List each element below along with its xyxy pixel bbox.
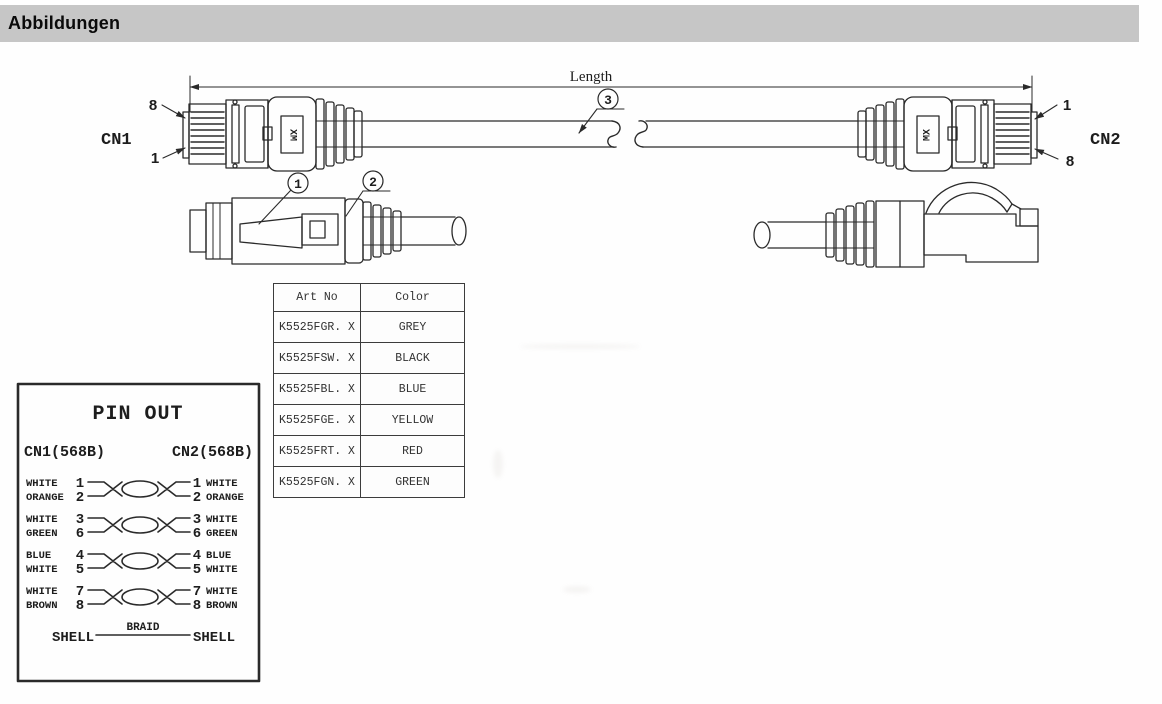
svg-text:7: 7 (193, 584, 201, 600)
table-row: K5525FRT. X RED (273, 435, 465, 467)
svg-text:4: 4 (193, 548, 201, 564)
callout-2: 2 (345, 170, 391, 217)
cell-color: GREY (360, 311, 465, 343)
cell-art-no: K5525FGN. X (273, 466, 361, 498)
shell-left-label: SHELL (52, 630, 94, 646)
cable-break-right (634, 120, 648, 148)
svg-text:3: 3 (193, 512, 201, 528)
cn2-pin-bottom-label: 8 (1066, 153, 1074, 170)
cn2-plug (857, 96, 1038, 172)
plug-body (923, 213, 1039, 263)
scan-artifact (493, 450, 503, 478)
cell-art-no: K5525FBL. X (273, 373, 361, 405)
table-header-row: Art No Color (273, 283, 465, 312)
color-header: Color (360, 283, 465, 312)
cell-color: GREEN (360, 466, 465, 498)
pinout-cn1-header: CN1(568B) (24, 444, 105, 461)
svg-text:7: 7 (76, 584, 84, 600)
svg-text:6: 6 (76, 526, 84, 542)
pinout-box: PIN OUT CN1(568B) CN2(568B) WHITE ORANGE… (16, 382, 261, 683)
latch-lever (925, 181, 1022, 214)
cell-art-no: K5525FGR. X (273, 311, 361, 343)
cn1-labels: 8 1 CN1 (101, 97, 186, 167)
svg-text:WHITE: WHITE (26, 564, 58, 576)
cn1-plug-side-view (189, 197, 467, 265)
section-header-bar: Abbildungen (0, 5, 1139, 42)
cn1-pin-bottom-label: 1 (151, 150, 159, 167)
svg-text:BLUE: BLUE (206, 550, 231, 562)
art-no-color-table: Art No Color K5525FGR. X GREY K5525FSW. … (273, 283, 465, 498)
cell-art-no: K5525FSW. X (273, 342, 361, 374)
length-label: Length (570, 69, 613, 85)
svg-text:ORANGE: ORANGE (206, 492, 244, 504)
pinout-pair-3: BLUE WHITE 4 5 4 5 BLUE WHITE (26, 548, 238, 578)
section-title: Abbildungen (8, 13, 121, 33)
svg-text:1: 1 (193, 476, 201, 492)
svg-text:BROWN: BROWN (206, 600, 238, 612)
pinout-pair-1: WHITE ORANGE 1 2 1 2 WHITE ORANGE (26, 476, 244, 506)
svg-text:WHITE: WHITE (26, 514, 58, 526)
cn2-labels: 1 8 CN2 (1034, 97, 1121, 170)
cn1-pin-top-label: 8 (149, 97, 157, 114)
cell-art-no: K5525FGE. X (273, 404, 361, 436)
cell-color: RED (360, 435, 465, 467)
pinout-pair-2: WHITE GREEN 3 6 3 6 WHITE GREEN (26, 512, 238, 542)
cn2-label: CN2 (1090, 131, 1121, 150)
shell-right-label: SHELL (193, 630, 235, 646)
svg-text:5: 5 (193, 562, 201, 578)
table-row: K5525FGN. X GREEN (273, 466, 465, 498)
svg-text:5: 5 (76, 562, 84, 578)
svg-text:BROWN: BROWN (26, 600, 58, 612)
table-row: K5525FSW. X BLACK (273, 342, 465, 374)
pinout-title: PIN OUT (92, 403, 183, 426)
scan-artifact (563, 586, 591, 593)
callout-3-number: 3 (604, 93, 612, 108)
svg-text:3: 3 (76, 512, 84, 528)
pinout-pair-4: WHITE BROWN 7 8 7 8 WHITE BROWN (26, 584, 238, 614)
scan-artifact (520, 344, 640, 349)
svg-text:GREEN: GREEN (206, 528, 238, 540)
svg-text:BLUE: BLUE (26, 550, 51, 562)
svg-text:WHITE: WHITE (26, 586, 58, 598)
svg-text:4: 4 (76, 548, 84, 564)
pinout-cn2-header: CN2(568B) (172, 444, 253, 461)
svg-text:8: 8 (76, 598, 84, 614)
cell-color: YELLOW (360, 404, 465, 436)
cell-color: BLUE (360, 373, 465, 405)
art-no-header: Art No (273, 283, 361, 312)
table-row: K5525FGR. X GREY (273, 311, 465, 343)
latch-lever (239, 216, 303, 249)
pinout-shell-row: SHELL BRAID SHELL (52, 622, 235, 646)
svg-text:8: 8 (193, 598, 201, 614)
cable-top-view (361, 120, 859, 148)
callout-2-number: 2 (369, 175, 377, 190)
cn1-label: CN1 (101, 131, 132, 150)
table-row: K5525FBL. X BLUE (273, 373, 465, 405)
svg-text:WHITE: WHITE (206, 514, 238, 526)
cell-color: BLACK (360, 342, 465, 374)
cell-art-no: K5525FRT. X (273, 435, 361, 467)
table-row: K5525FGE. X YELLOW (273, 404, 465, 436)
svg-text:6: 6 (193, 526, 201, 542)
callout-1: 1 (258, 172, 309, 225)
svg-text:ORANGE: ORANGE (26, 492, 64, 504)
svg-text:GREEN: GREEN (26, 528, 58, 540)
cn1-plug (182, 96, 363, 172)
svg-text:WHITE: WHITE (206, 586, 238, 598)
length-dimension: Length (189, 69, 1033, 113)
callout-3: 3 (578, 88, 625, 134)
svg-text:2: 2 (76, 490, 84, 506)
svg-text:2: 2 (193, 490, 201, 506)
braid-label: BRAID (126, 622, 159, 634)
cn2-plug-side-view (753, 181, 1039, 268)
svg-text:WHITE: WHITE (206, 564, 238, 576)
svg-text:WHITE: WHITE (26, 478, 58, 490)
svg-text:1: 1 (76, 476, 84, 492)
callout-1-number: 1 (294, 177, 302, 192)
svg-text:WHITE: WHITE (206, 478, 238, 490)
cable-break-left (607, 120, 621, 148)
cn2-pin-top-label: 1 (1063, 97, 1071, 114)
